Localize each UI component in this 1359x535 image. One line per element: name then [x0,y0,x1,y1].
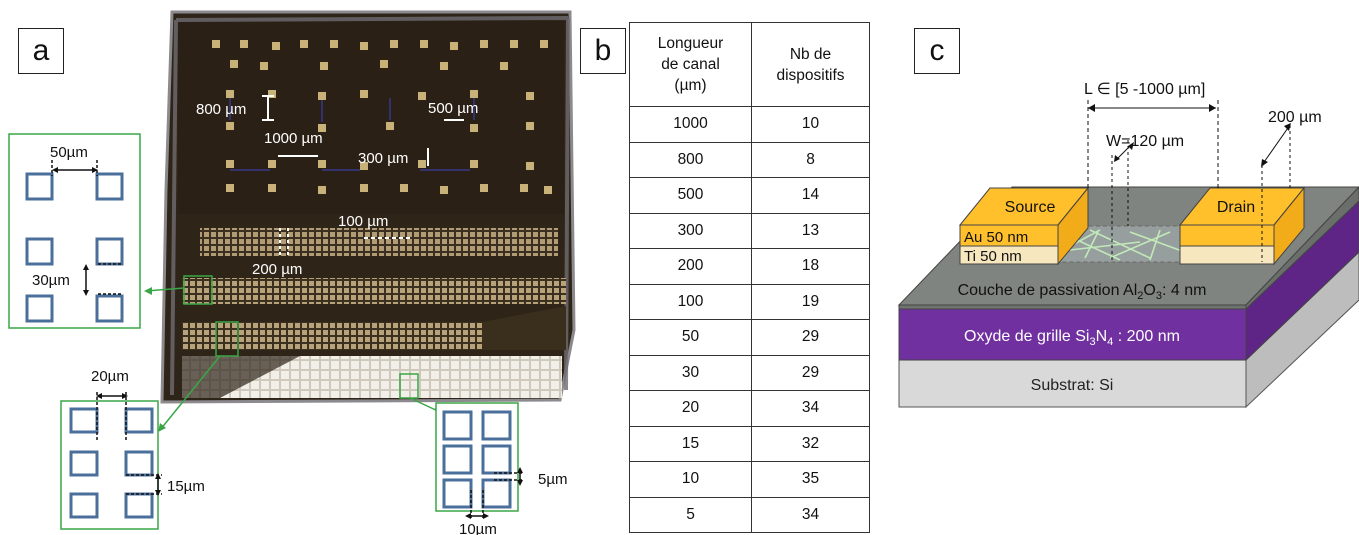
cell-count: 14 [751,177,870,214]
label-200um: 200 µm [252,261,302,278]
cell-length: 30 [629,354,752,391]
length-range-label: L ∈ [5 -1000 µm] [1084,81,1205,98]
cell-length: 200 [629,248,752,285]
devices-table: Longueur de canal (µm) Nb de dispositifs… [629,22,870,533]
label-800um: 800 µm [196,101,246,118]
label-1000um: 1000 µm [264,130,323,147]
chip-micrograph [160,10,576,404]
table-header-row: Longueur de canal (µm) Nb de dispositifs [629,22,870,107]
ti-label: Ti 50 nm [964,248,1022,265]
panel-label-c: c [914,28,960,74]
label-100um: 100 µm [338,213,388,230]
header-line: Longueur [657,35,724,52]
cell-length: 800 [629,141,752,178]
source-electrode: Source Au 50 nm Ti 50 nm [958,186,1090,266]
header-line: de canal [661,56,720,73]
inset-50um: 50µm 30µm [8,133,141,329]
header-line: (µm) [674,77,707,94]
label-500um: 500 µm [428,100,478,117]
header-channel-length: Longueur de canal (µm) [629,22,752,107]
inset50-spacing-label: 50µm [50,144,88,161]
inset10-spacing-label: 10µm [459,521,497,535]
passivation-label: Couche de passivation Al2O3: 4 nm [958,282,1207,302]
panel-label-b: b [580,28,626,74]
contact-width-label: 200 µm [1268,109,1322,126]
cell-length: 100 [629,283,752,320]
cell-length: 50 [629,319,752,356]
cell-length: 1000 [629,106,752,143]
cell-length: 20 [629,390,752,427]
dimension-labels: 800 µm 1000 µm 500 µm 300 µm 100 µm 200 … [196,100,478,278]
panel-a-figure: 800 µm 1000 µm 500 µm 300 µm 100 µm 200 … [8,10,576,535]
cell-count: 29 [751,354,870,391]
gate-oxide-layer: Oxyde de grille Si3N4 : 200 nm [898,200,1359,362]
cell-count: 35 [751,461,870,498]
drain-label: Drain [1217,199,1255,216]
cell-count: 13 [751,212,870,249]
inset50-gap-label: 30µm [32,272,70,289]
cell-count: 10 [751,106,870,143]
header-line: dispositifs [776,66,845,84]
cell-count: 34 [751,390,870,427]
cell-length: 5 [629,496,752,533]
header-line: Nb de [789,45,832,63]
cell-count: 34 [751,496,870,533]
panel-label-a: a [18,28,64,74]
cell-count: 32 [751,425,870,462]
dimension-lines [1087,100,1291,262]
source-label: Source [1005,199,1056,216]
panel-c-device-schematic: Substrat: Si Oxyde de grille Si3N4 : 200… [897,81,1359,409]
width-label: W=120 µm [1106,133,1184,150]
cell-length: 10 [629,461,752,498]
cell-length: 300 [629,212,752,249]
label-300um: 300 µm [358,150,408,167]
oxide-label: Oxyde de grille Si3N4 : 200 nm [964,328,1180,348]
substrate-label: Substrat: Si [1031,377,1114,394]
inset20-gap-label: 15µm [167,478,205,495]
dimension-markers [262,95,464,258]
header-device-count: Nb de dispositifs [751,22,870,107]
inset-10um: 5µm 10µm [435,402,567,535]
cell-count: 18 [751,248,870,285]
au-label: Au 50 nm [964,229,1028,246]
inset-20um: 20µm 15µm [60,368,205,530]
inset20-spacing-label: 20µm [91,368,129,385]
zoom-markers [145,275,441,431]
drain-electrode: Drain [1178,186,1306,266]
cell-count: 29 [751,319,870,356]
cell-count: 8 [751,141,870,178]
cell-count: 19 [751,283,870,320]
cell-length: 500 [629,177,752,214]
inset10-gap-label: 5µm [538,471,567,488]
substrate-layer: Substrat: Si [898,251,1359,409]
cell-length: 15 [629,425,752,462]
